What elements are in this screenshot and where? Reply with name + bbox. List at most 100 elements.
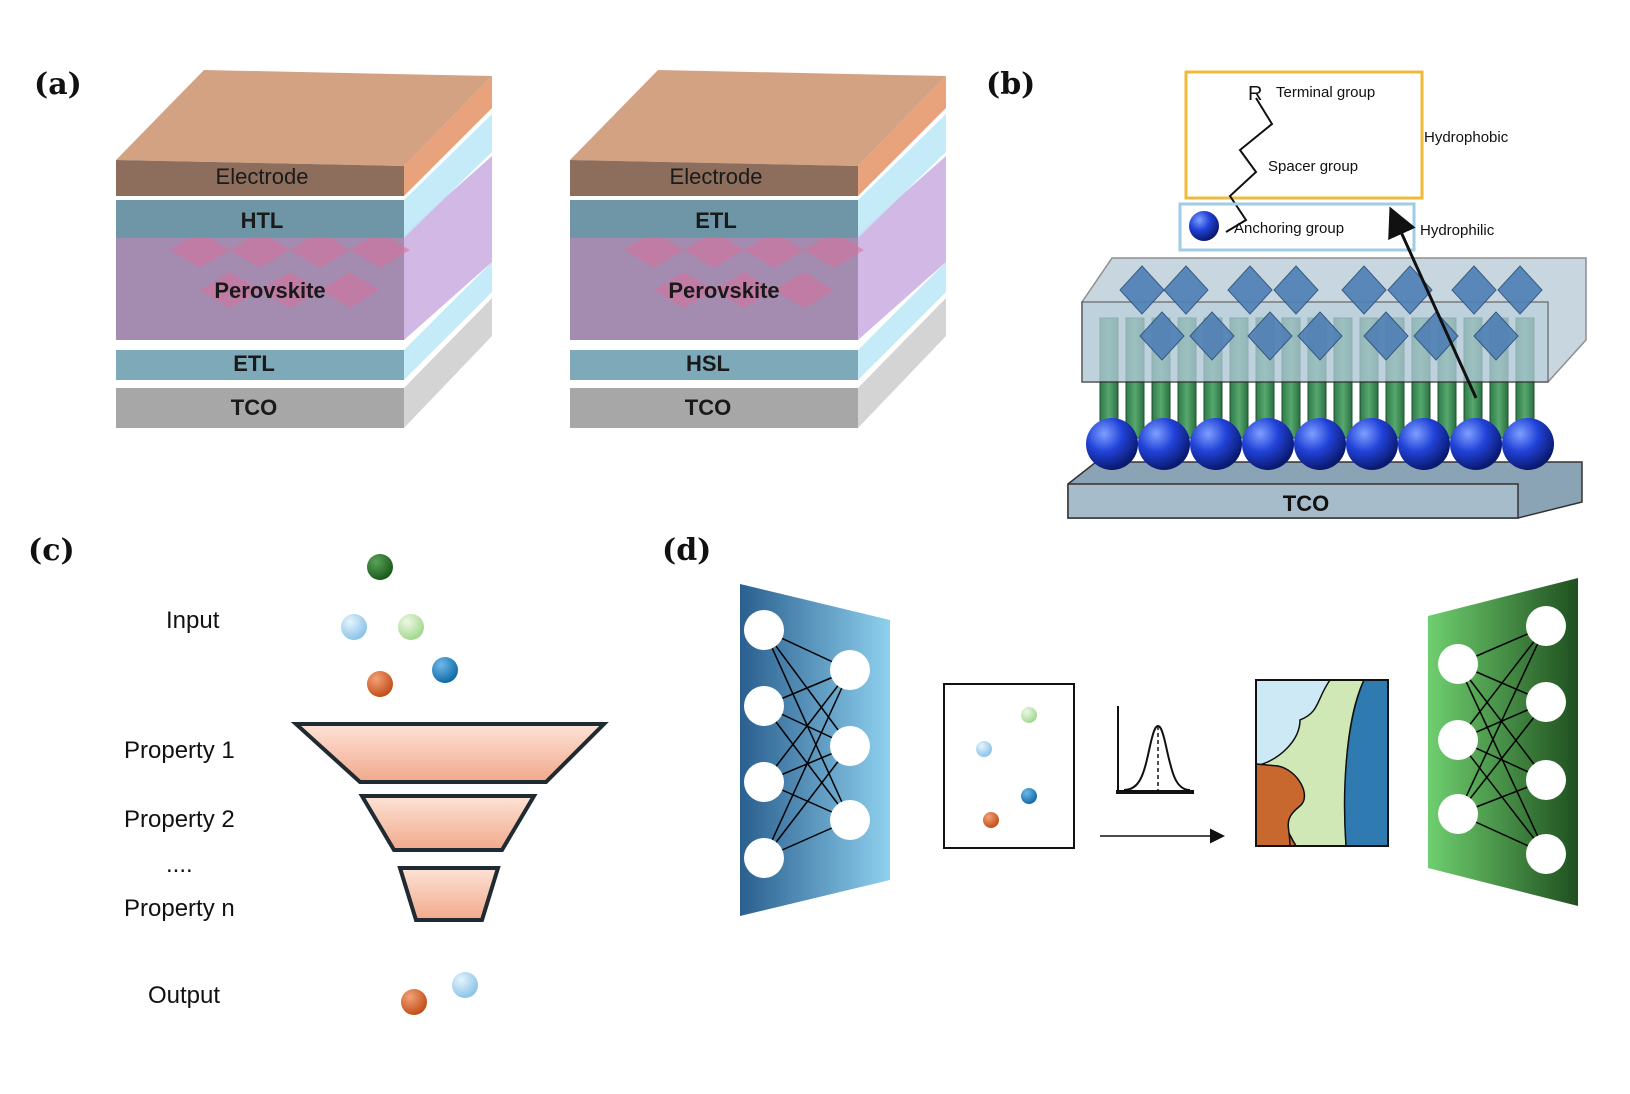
decoder-connection xyxy=(1457,663,1547,781)
decoder-node xyxy=(1526,682,1566,722)
label-perovskite: Perovskite xyxy=(214,278,325,303)
decoder-node xyxy=(1438,794,1478,834)
decoder-node xyxy=(1526,834,1566,874)
latent-dot-light-blue xyxy=(976,741,992,757)
octahedron xyxy=(1163,265,1209,315)
latent-dot-orange xyxy=(983,812,999,828)
etl-layer xyxy=(570,200,858,238)
encoder-connection xyxy=(763,669,851,783)
input-dot-dark-green xyxy=(367,554,393,580)
label-etl: ETL xyxy=(233,351,275,376)
label-tco: TCO xyxy=(231,395,277,420)
gaussian-distribution-icon xyxy=(1116,706,1194,794)
anchoring-sphere xyxy=(1086,418,1138,470)
label-anchoring-group: Anchoring group xyxy=(1234,220,1344,237)
encoder-node xyxy=(744,686,784,726)
octahedron xyxy=(1227,265,1273,315)
label-terminal-group: Terminal group xyxy=(1276,84,1375,101)
anchoring-sphere xyxy=(1346,418,1398,470)
octahedron xyxy=(1139,311,1185,361)
decoder-nodes xyxy=(1438,606,1566,874)
label-htl: HTL xyxy=(241,208,284,233)
label-tco: TCO xyxy=(685,395,731,420)
octahedron xyxy=(1473,311,1519,361)
output-dot-orange xyxy=(401,989,427,1015)
encoder-connection xyxy=(763,745,851,859)
label-property-2: Property 2 xyxy=(124,806,235,833)
label-property-1: Property 1 xyxy=(124,737,235,764)
hsl-layer xyxy=(570,350,858,380)
label-property-n: Property n xyxy=(124,895,235,922)
latent-dot-blue xyxy=(1021,788,1037,804)
octahedron xyxy=(1273,265,1319,315)
panel-label-c: (c) xyxy=(28,533,75,568)
anchoring-sphere xyxy=(1138,418,1190,470)
anchoring-sphere xyxy=(1242,418,1294,470)
decoder-connection xyxy=(1457,701,1547,815)
octahedron xyxy=(1413,311,1459,361)
zoom-arrow xyxy=(1388,206,1478,399)
label-hydrophobic: Hydrophobic xyxy=(1424,129,1509,146)
panel-label-a: (a) xyxy=(34,67,82,102)
encoder-node xyxy=(830,726,870,766)
encoder-node xyxy=(744,610,784,650)
anchoring-sphere xyxy=(1189,211,1219,241)
latent-space-box xyxy=(943,683,1075,849)
encoder-node xyxy=(744,762,784,802)
anchoring-sphere xyxy=(1450,418,1502,470)
octahedron xyxy=(1363,311,1409,361)
generated-space-map xyxy=(1255,679,1389,847)
perovskite-octahedra xyxy=(1119,265,1543,361)
encoder-nodes xyxy=(744,610,870,878)
decoder-node xyxy=(1438,644,1478,684)
encoder-connection xyxy=(763,669,851,859)
tco-slab xyxy=(1067,483,1519,519)
decoder-connection xyxy=(1457,625,1547,741)
decoder-node xyxy=(1526,760,1566,800)
octahedron xyxy=(1119,265,1165,315)
input-dot-light-blue xyxy=(341,614,367,640)
decoder-node xyxy=(1526,606,1566,646)
label-spacer-group: Spacer group xyxy=(1268,158,1358,175)
funnel-stage-1 xyxy=(290,722,609,784)
label-ellipsis: .... xyxy=(166,851,193,878)
octahedron xyxy=(1451,265,1497,315)
tco-layer xyxy=(570,388,858,428)
octahedron xyxy=(1341,265,1387,315)
electrode-layer xyxy=(116,160,404,196)
anchoring-sphere xyxy=(1190,418,1242,470)
encoder-node xyxy=(744,838,784,878)
label-tco-sam: TCO xyxy=(1283,491,1329,516)
input-dot-light-green xyxy=(398,614,424,640)
octahedron xyxy=(1497,265,1543,315)
panel-label-b: (b) xyxy=(986,67,1035,102)
label-output: Output xyxy=(148,982,220,1009)
perovskite-octahedra xyxy=(624,232,864,308)
decoder-connection xyxy=(1457,625,1547,815)
tco-layer xyxy=(116,388,404,428)
etl-layer xyxy=(116,350,404,380)
sam-schematic: TCO R Terminal group Spacer group Hydrop… xyxy=(1067,70,1587,519)
label-etl: ETL xyxy=(695,208,737,233)
device-stack-right: Electrode ETL Perovskite HSL TCO xyxy=(570,70,946,428)
funnel-diagram: Input Property 1 Property 2 .... Propert… xyxy=(124,554,609,1015)
decoder-node xyxy=(1438,720,1478,760)
htl-layer xyxy=(116,200,404,238)
latent-dot-light-green xyxy=(1021,707,1037,723)
anchoring-sphere xyxy=(1502,418,1554,470)
label-perovskite: Perovskite xyxy=(668,278,779,303)
anchoring-sphere xyxy=(1398,418,1450,470)
funnel-stage-2 xyxy=(358,794,538,852)
perovskite-octahedra xyxy=(170,232,410,308)
encoder-node xyxy=(830,650,870,690)
device-stack-left: Electrode HTL Perovskite ETL TCO xyxy=(116,70,492,428)
octahedron xyxy=(1297,311,1343,361)
label-electrode: Electrode xyxy=(216,164,309,189)
r-symbol: R xyxy=(1248,83,1262,105)
spacer-chain xyxy=(1225,97,1274,233)
input-dot-orange xyxy=(367,671,393,697)
label-hydrophilic: Hydrophilic xyxy=(1420,222,1495,239)
octahedron xyxy=(1247,311,1293,361)
generative-model-diagram xyxy=(740,578,1578,916)
